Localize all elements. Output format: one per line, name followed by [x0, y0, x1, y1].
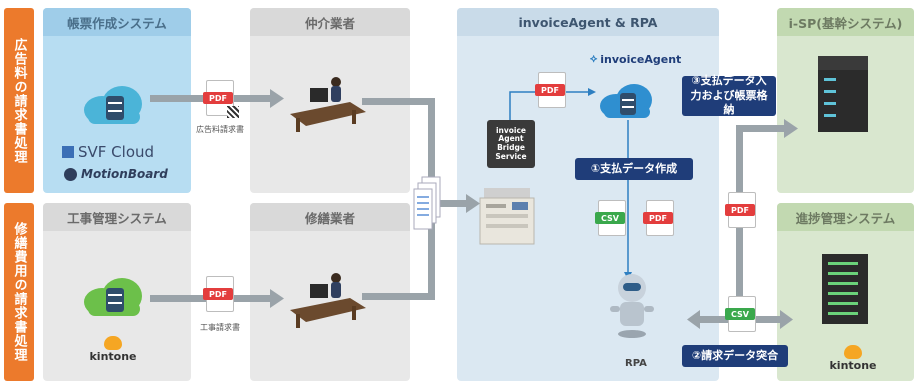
step1-label: ①支払データ作成 — [575, 158, 693, 180]
blue-arrow-head-1 — [588, 88, 596, 96]
stacked-documents-icon — [413, 176, 441, 230]
ad-invoice-label: 広告料請求書 — [196, 125, 244, 134]
invoiceagent-logo-mark: ⟡ — [590, 52, 598, 65]
arrow-construction-to-repair-head — [270, 289, 284, 308]
arrow-to-copier-head — [466, 194, 480, 213]
step3-text: ③支払データ入力および帳票格納 — [690, 73, 768, 117]
motionboard-logo: MotionBoard — [64, 167, 168, 181]
arrow-rpa-progress-left-head — [687, 310, 700, 329]
rpa-robot-icon — [610, 274, 654, 338]
step3-label: ③支払データ入力および帳票格納 — [682, 73, 776, 117]
arrow-rpa-progress-right-head — [780, 310, 793, 329]
pdf-tag: PDF — [643, 212, 673, 224]
panel-broker-title: 仲介業者 — [250, 8, 410, 36]
panel-construction-system-title: 工事管理システム — [43, 203, 191, 231]
pdf-doc-agent: PDF — [535, 72, 566, 108]
broker-desk-icon — [290, 77, 366, 132]
arrow-to-isp — [736, 125, 786, 132]
repair-desk-icon — [290, 273, 366, 328]
csv-tag: CSV — [725, 308, 755, 320]
svf-cloud-logo: SVF Cloud — [62, 143, 154, 161]
pdf-tag: PDF — [535, 84, 565, 96]
invoiceagent-logo: ⟡ invoiceAgent — [590, 52, 681, 66]
svf-cloud-text: SVF Cloud — [78, 143, 155, 161]
kintone-left-logo: kintone — [88, 336, 138, 363]
csv-doc-progress: CSV — [725, 296, 756, 332]
invoiceagent-logo-text: invoiceAgent — [600, 52, 682, 66]
arrow-to-copier — [440, 200, 468, 207]
panel-progress-system-title: 進捗管理システム — [777, 203, 914, 231]
motionboard-text: MotionBoard — [81, 167, 168, 181]
sidebar-ad-invoice-label: 広告料の請求書処理 — [11, 37, 27, 164]
svf-logo-mark — [62, 146, 74, 158]
bridge-service-box: invoice Agent Bridge Service — [487, 120, 535, 168]
csv-doc-agent: CSV — [595, 200, 626, 236]
arrow-broker-out — [362, 98, 432, 105]
kintone-right-text: kintone — [829, 359, 877, 372]
cloud-db-icon-2 — [84, 278, 142, 316]
sidebar-ad-invoice: 広告料の請求書処理 — [4, 8, 34, 193]
panel-isp-title: i-SP(基幹システム) — [777, 8, 914, 36]
panel-construction-system: 工事管理システム — [43, 203, 191, 381]
invoiceagent-cloud-icon — [600, 84, 652, 118]
progress-server-icon — [822, 254, 868, 324]
kintone-right-logo: kintone — [828, 345, 878, 372]
kintone-cloud-icon — [104, 336, 122, 350]
work-invoice-label: 工事請求書 — [200, 323, 240, 332]
pdf-doc-work: PDF — [203, 276, 234, 312]
arrow-to-isp-head — [784, 119, 798, 138]
step1-text: ①支払データ作成 — [590, 161, 678, 175]
kintone-left-text: kintone — [89, 350, 137, 363]
csv-tag: CSV — [595, 212, 625, 224]
sidebar-repair-invoice-label: 修繕費用の請求書処理 — [11, 222, 27, 362]
isp-server-icon — [818, 56, 868, 132]
arrow-repair-out — [362, 293, 432, 300]
copier-icon — [479, 188, 535, 245]
pdf-doc-isp: PDF — [725, 192, 756, 228]
step2-label: ②請求データ突合 — [682, 345, 788, 367]
pdf-doc-agent-2: PDF — [643, 200, 674, 236]
arrow-repair-up — [428, 214, 435, 300]
panel-repair-vendor: 修繕業者 — [250, 203, 410, 381]
cloud-db-icon — [84, 86, 142, 124]
sidebar-repair-invoice: 修繕費用の請求書処理 — [4, 203, 34, 381]
kintone-cloud-icon-2 — [844, 345, 862, 359]
pdf-tag: PDF — [203, 288, 233, 300]
panel-repair-vendor-title: 修繕業者 — [250, 203, 410, 231]
panel-report-system-title: 帳票作成システム — [43, 8, 191, 36]
motionboard-logo-mark — [64, 167, 77, 181]
qr-code-icon — [227, 106, 239, 118]
step2-text: ②請求データ突合 — [691, 348, 779, 362]
bridge-service-label: invoice Agent Bridge Service — [495, 125, 527, 161]
arrow-broker-down — [428, 98, 435, 190]
pdf-tag: PDF — [203, 92, 233, 104]
arrow-report-to-broker-head — [270, 89, 284, 108]
rpa-label: RPA — [625, 358, 647, 369]
pdf-tag: PDF — [725, 204, 755, 216]
panel-invoiceagent-rpa-title: invoiceAgent & RPA — [457, 8, 719, 36]
